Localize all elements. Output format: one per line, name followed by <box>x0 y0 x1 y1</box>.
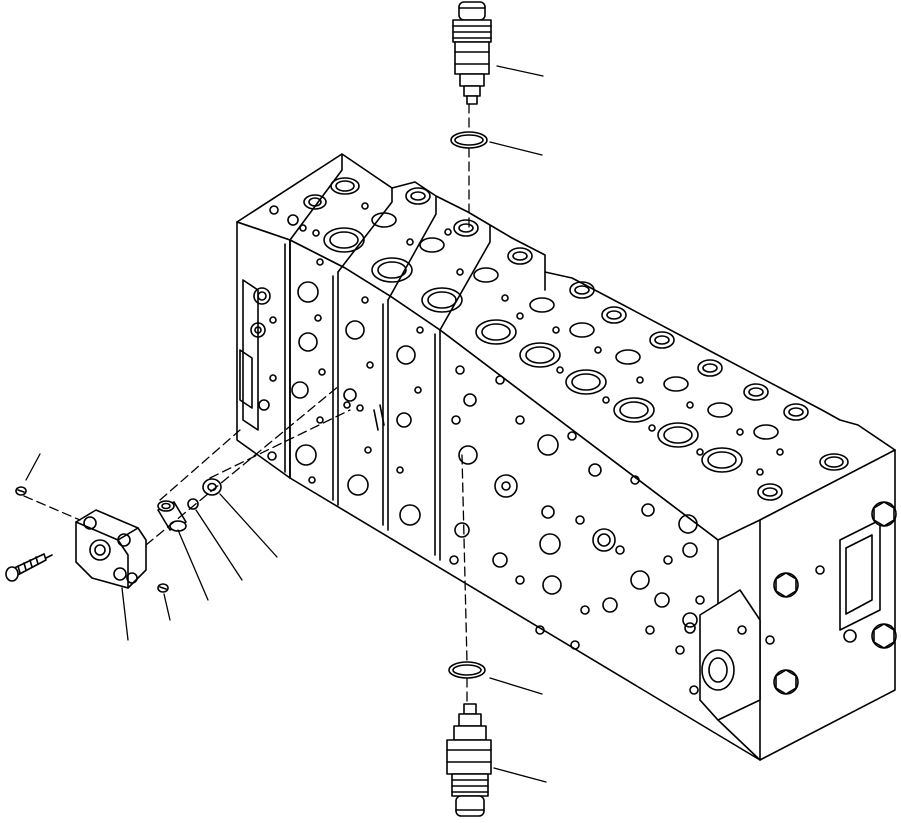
cover-block <box>76 510 146 588</box>
main-valve-body <box>237 154 896 760</box>
relief-valve-top <box>453 2 491 104</box>
callout-leader-small-screw <box>26 454 40 480</box>
hex-bolt-right-3 <box>872 624 896 648</box>
o-ring-top <box>451 132 487 148</box>
o-ring-bottom <box>449 662 485 678</box>
callout-leader-o-ring-bottom <box>490 678 542 694</box>
callout-leader-relief-valve-bottom <box>494 768 546 782</box>
callout-leader-cover-block <box>122 588 128 640</box>
callout-leader-sleeve <box>178 530 208 600</box>
callout-leader-o-ring-top <box>490 142 542 155</box>
callout-leader-plug-screw <box>164 594 170 620</box>
assembly-lines <box>24 104 469 704</box>
small-screw <box>16 487 26 495</box>
callout-leaders <box>26 66 546 782</box>
hex-bolt-right-2 <box>774 573 798 597</box>
hex-bolt-right-4 <box>774 670 798 694</box>
hex-bolt-right-1 <box>872 502 896 526</box>
spacer-ring <box>203 479 221 495</box>
bolt <box>6 554 52 581</box>
plug-screw <box>158 584 168 592</box>
callout-leader-spacer-ring <box>220 494 277 557</box>
callout-leader-relief-valve-top <box>497 66 543 76</box>
sleeve <box>158 501 186 531</box>
callout-leader-ball <box>196 510 242 580</box>
ball <box>188 499 198 509</box>
relief-valve-bottom <box>447 704 491 816</box>
